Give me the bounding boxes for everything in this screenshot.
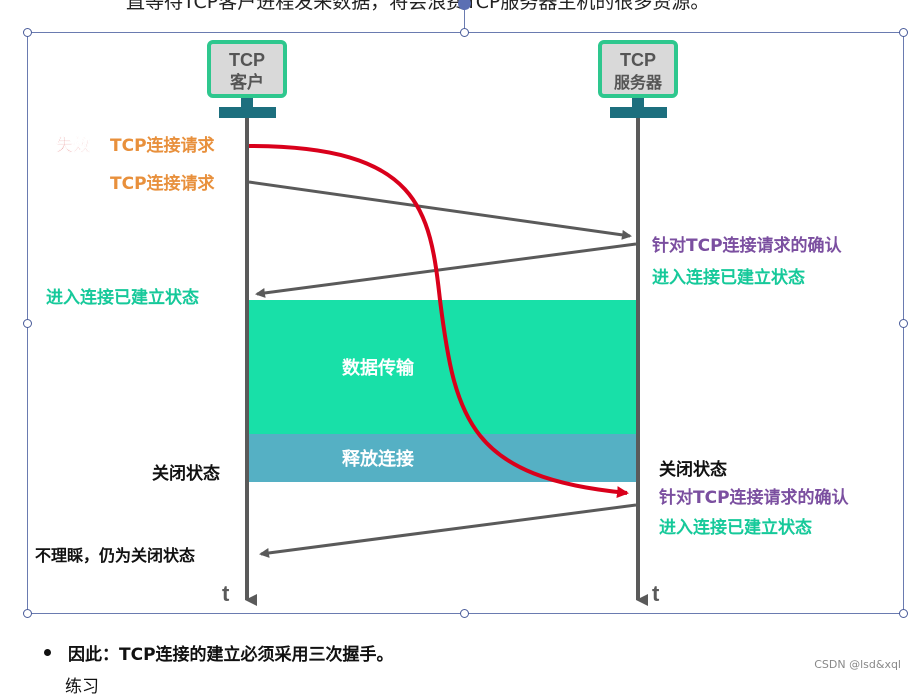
client-label-line2: 客户: [229, 72, 264, 93]
ignored-ack-arrow: [259, 503, 637, 558]
client-closed-label: 关闭状态: [152, 463, 220, 484]
resize-handle-middle-left[interactable]: [23, 319, 32, 328]
release-label: 释放连接: [342, 448, 414, 470]
client-computer-icon: [207, 40, 287, 118]
rotate-handle[interactable]: [458, 0, 471, 10]
next-item-text: 练习: [65, 677, 99, 697]
request-label: TCP连接请求: [110, 173, 215, 194]
request-arrow: [248, 180, 632, 240]
server-computer-icon: [598, 40, 678, 118]
server-label-line2: 服务器: [614, 73, 663, 92]
client-established-label: 进入连接已建立状态: [46, 287, 199, 308]
rotate-handle-stem: [464, 8, 465, 32]
resize-handle-bottom-middle[interactable]: [460, 609, 469, 618]
server-established-label: 进入连接已建立状态: [652, 267, 805, 288]
resize-handle-top-middle[interactable]: [460, 28, 469, 37]
resize-handle-top-left[interactable]: [23, 28, 32, 37]
paragraph-text: 直等待TCP客户进程发来数据，将会浪费TCP服务器主机的很多资源。: [126, 0, 710, 13]
invalid-request-curve: [248, 144, 629, 499]
invalid-request-label: TCP连接请求: [110, 135, 215, 156]
conclusion-bullet: 因此：TCP连接的建立必须采用三次握手。: [44, 640, 394, 665]
data-transfer-label: 数据传输: [342, 357, 415, 379]
ignore-label: 不理睬，仍为关闭状态: [35, 546, 195, 565]
tcp-handshake-diagram: TCP 客户 TCP 服务器 失效 TCP连接请求 TCP连接请求 针对TCP连…: [35, 40, 850, 606]
ack-arrow: [255, 242, 637, 298]
release-band: [249, 434, 636, 482]
resize-handle-top-right[interactable]: [899, 28, 908, 37]
bullet-dot-icon: [44, 649, 51, 656]
resize-handle-bottom-left[interactable]: [23, 609, 32, 618]
ack-label-2: 针对TCP连接请求的确认: [659, 487, 850, 508]
client-label-line1: TCP: [229, 50, 265, 70]
server-closed-label: 关闭状态: [659, 459, 727, 480]
server-label-line1: TCP: [620, 50, 656, 70]
resize-handle-bottom-right[interactable]: [899, 609, 908, 618]
ack-label: 针对TCP连接请求的确认: [652, 235, 843, 256]
time-label-right: t: [652, 581, 660, 606]
resize-handle-middle-right[interactable]: [899, 319, 908, 328]
csdn-watermark: CSDN @lsd&xql: [814, 658, 901, 671]
time-label-left: t: [222, 581, 230, 606]
conclusion-text: 因此：TCP连接的建立必须采用三次握手。: [68, 645, 394, 665]
server-established-label-2: 进入连接已建立状态: [659, 517, 812, 538]
invalid-tag: 失效: [56, 135, 90, 156]
